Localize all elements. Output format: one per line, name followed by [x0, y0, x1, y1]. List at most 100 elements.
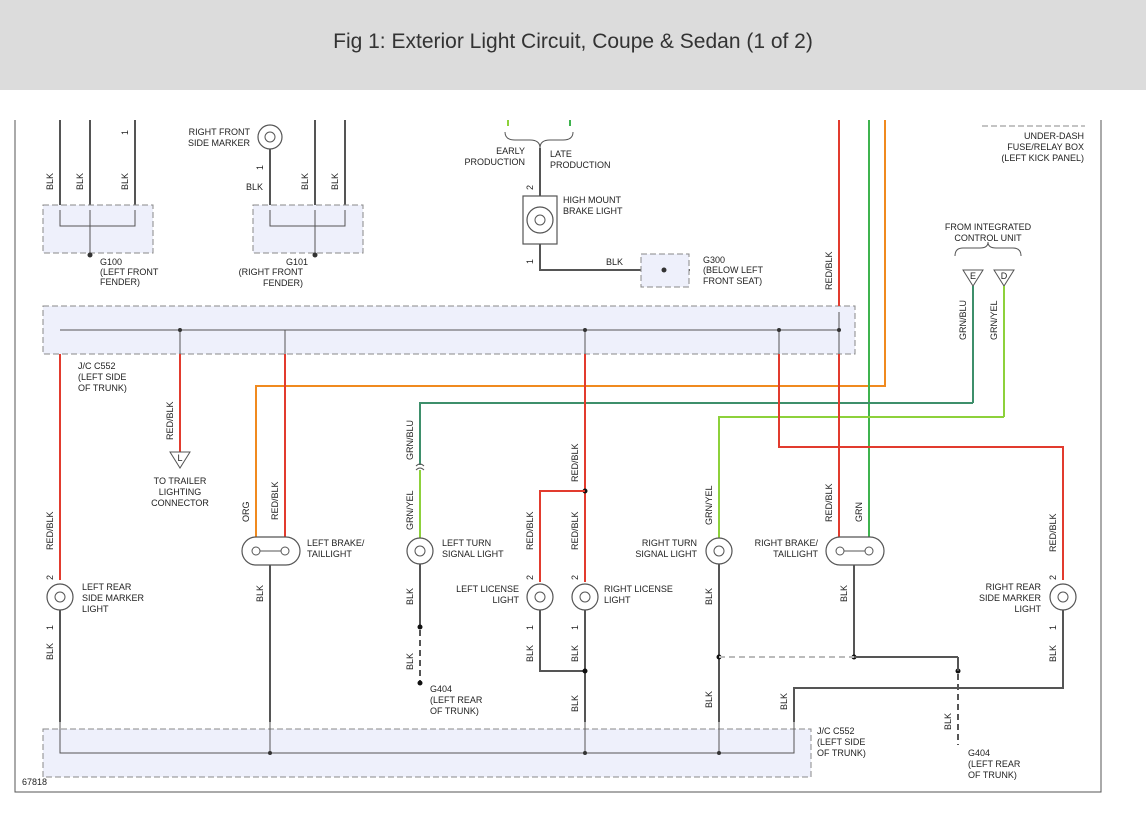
jc-bus-bottom	[59, 722, 795, 754]
wire-label: BLK	[570, 695, 580, 712]
wire-label: RED/BLK	[45, 511, 55, 550]
pin-label: 2	[45, 575, 55, 580]
left-turn-signal-lamp	[406, 537, 434, 565]
high-mount-brake-light-lamp	[526, 206, 554, 234]
left-rear-marker-label: LEFT REAR	[82, 582, 132, 592]
g100-label: (LEFT FRONT	[100, 267, 159, 277]
g404-right-label: (LEFT REAR	[968, 759, 1021, 769]
pin-label: 1	[525, 259, 535, 264]
g101-splice	[269, 210, 346, 255]
wire-label: BLK	[943, 713, 953, 730]
wire-label: BLK	[120, 173, 130, 190]
wiring-diagram: BLK BLK BLK 1 G100 (LEFT FRONT FENDER) R…	[0, 90, 1146, 821]
g100-label: FENDER)	[100, 277, 140, 287]
wire-label: RED/BLK	[824, 483, 834, 522]
splice-dot	[268, 751, 272, 755]
wire-label: GRN	[854, 502, 864, 522]
splice-dot	[717, 751, 721, 755]
g100-label: G100	[100, 257, 122, 267]
jc-top-label: J/C C552	[78, 361, 116, 371]
pin-label: 1	[45, 625, 55, 630]
wire-label: BLK	[405, 653, 415, 670]
g404-right-label: G404	[968, 748, 990, 758]
jc-top-label: (LEFT SIDE	[78, 372, 126, 382]
splice-dot	[87, 252, 93, 258]
pin-label: 2	[525, 185, 535, 190]
left-rear-side-marker-lamp	[46, 583, 74, 611]
splice-dot	[583, 751, 587, 755]
wire-blk	[539, 244, 690, 271]
wire-label: BLK	[45, 173, 55, 190]
wire-label: BLK	[779, 693, 789, 710]
wire-label: GRN/BLU	[405, 420, 415, 460]
connector-letter: E	[970, 271, 976, 281]
late-production-label: LATE	[550, 149, 572, 159]
wire-break-icon	[415, 463, 425, 467]
wire-label: BLK	[330, 173, 340, 190]
jc-top-label: OF TRUNK)	[78, 383, 127, 393]
wire-label: BLK	[839, 585, 849, 602]
wire-label: RED/BLK	[270, 481, 280, 520]
g101-label: G101	[286, 257, 308, 267]
wire-red-blk	[778, 354, 1064, 580]
wire-label: BLK	[405, 588, 415, 605]
wire-label: BLK	[45, 643, 55, 660]
wire-label: BLK	[704, 588, 714, 605]
pin-label: 2	[525, 575, 535, 580]
right-turn-label: RIGHT TURN	[642, 538, 697, 548]
wire-label: RED/BLK	[1048, 513, 1058, 552]
wire-orange	[255, 120, 886, 537]
high-mount-label: BRAKE LIGHT	[563, 206, 623, 216]
late-production-label: PRODUCTION	[550, 160, 611, 170]
pin-label: 1	[525, 625, 535, 630]
splice-dot	[417, 624, 423, 630]
left-rear-marker-label: LIGHT	[82, 604, 109, 614]
right-front-side-marker-lamp	[257, 124, 283, 150]
lamp-filament-icon	[534, 214, 546, 226]
trailer-label: TO TRAILER	[154, 476, 207, 486]
wire-break-icon	[415, 467, 425, 471]
right-rear-marker-label: LIGHT	[1014, 604, 1041, 614]
lamp-filament-icon	[534, 591, 546, 603]
wire-label: BLK	[525, 645, 535, 662]
right-rear-side-marker-lamp	[1049, 583, 1077, 611]
splice-dot	[777, 328, 781, 332]
right-front-side-marker-label: SIDE MARKER	[188, 138, 251, 148]
diagram-canvas: BLK BLK BLK 1 G100 (LEFT FRONT FENDER) R…	[14, 120, 1102, 793]
wire-label: RED/BLK	[570, 511, 580, 550]
right-turn-signal-lamp	[705, 537, 733, 565]
splice-dot	[583, 328, 587, 332]
right-license-label: LIGHT	[604, 595, 631, 605]
right-turn-label: SIGNAL LIGHT	[635, 549, 697, 559]
wire-label: RED/BLK	[525, 511, 535, 550]
g101-label: (RIGHT FRONT	[239, 267, 304, 277]
right-brake-label: TAILLIGHT	[773, 549, 818, 559]
g300-label: (BELOW LEFT	[703, 265, 764, 275]
wire-label: BLK	[246, 182, 263, 192]
splice-dot	[661, 267, 667, 273]
figure-id: 67818	[22, 777, 47, 787]
wire-label: BLK	[75, 173, 85, 190]
wire-grn-yel	[718, 416, 1004, 538]
wire-label: GRN/BLU	[958, 300, 968, 340]
splice-dot	[312, 252, 318, 258]
left-license-light-lamp	[526, 583, 554, 611]
wire-label: BLK	[606, 257, 623, 267]
under-dash-label: (LEFT KICK PANEL)	[1001, 153, 1084, 163]
jc-bottom-label: (LEFT SIDE	[817, 737, 865, 747]
left-license-label: LIGHT	[492, 595, 519, 605]
wire-label: RED/BLK	[570, 443, 580, 482]
wire-grn-blu	[419, 402, 973, 465]
right-front-side-marker-label: RIGHT FRONT	[189, 127, 251, 137]
right-brake-label: RIGHT BRAKE/	[755, 538, 819, 548]
from-icu-label: FROM INTEGRATED	[945, 222, 1032, 232]
pin-label: 1	[1048, 625, 1058, 630]
lamp-filament-icon	[713, 545, 725, 557]
high-mount-label: HIGH MOUNT	[563, 195, 621, 205]
connector-d-icon	[993, 269, 1015, 287]
wire-red-blk	[539, 490, 585, 582]
right-license-light-lamp	[571, 583, 599, 611]
left-brake-label: TAILLIGHT	[307, 549, 352, 559]
wire-label: GRN/YEL	[704, 485, 714, 525]
wire-label: BLK	[255, 585, 265, 602]
